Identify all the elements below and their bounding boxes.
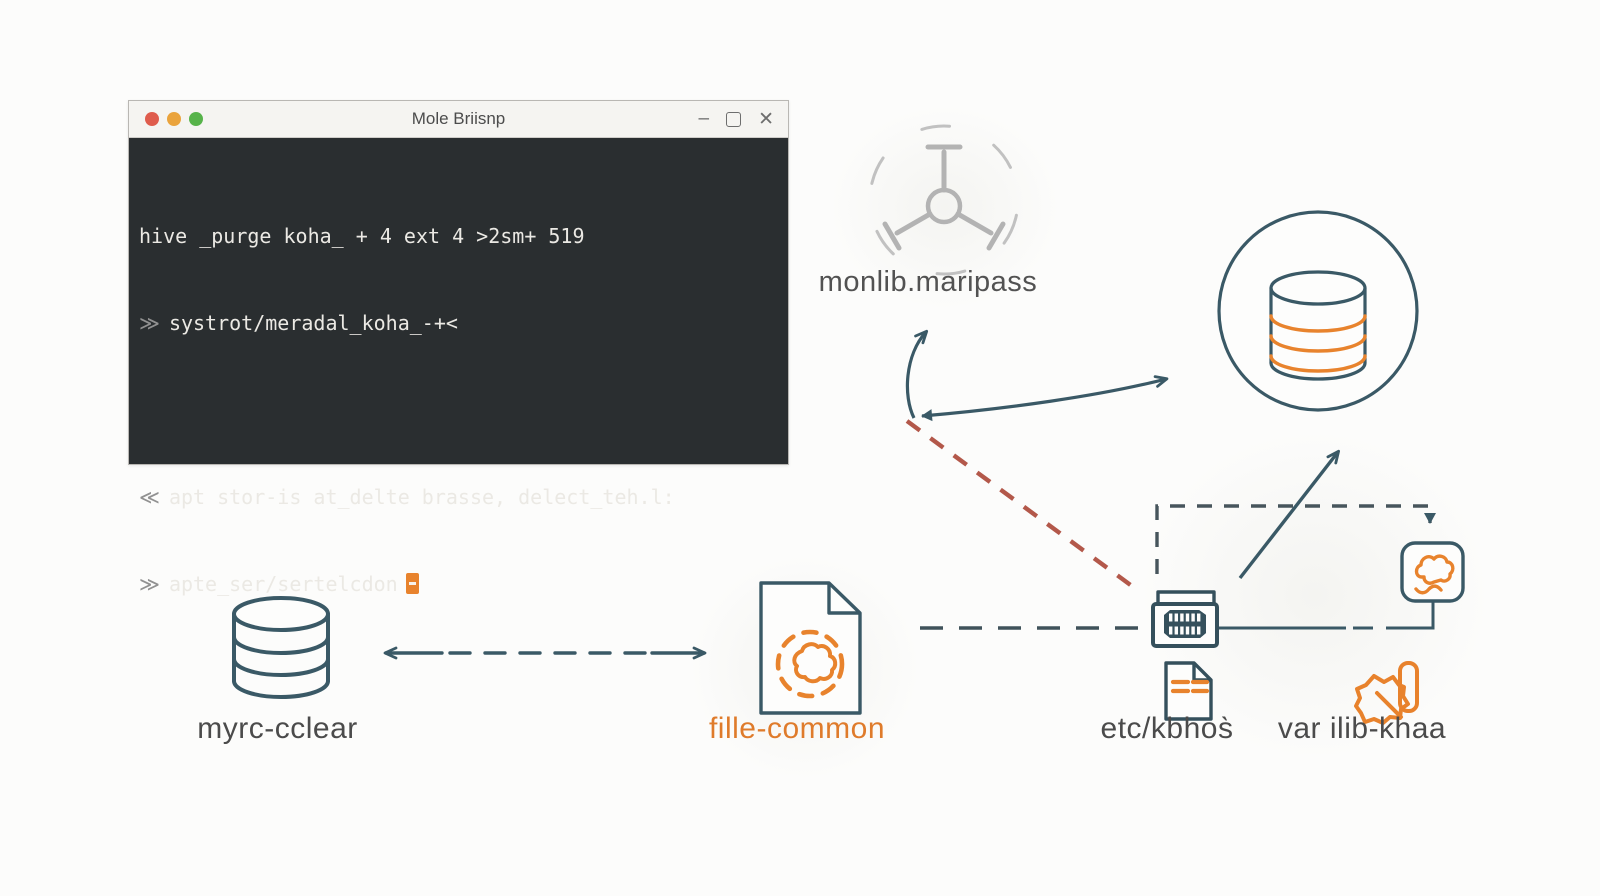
maximize-button[interactable] (726, 111, 742, 127)
close-button[interactable]: ✕ (758, 108, 774, 130)
cursor-block-icon (405, 573, 419, 594)
terminal-window: Mole Briisnp – ✕ hive _purge koha_ + 4 e… (128, 100, 789, 596)
torn-blob-icon (1354, 661, 1419, 725)
config-file-label: etc/kbhos̀ (1100, 712, 1234, 745)
cloud-box-icon (1400, 541, 1465, 603)
small-db-label: myrc-cclear (197, 712, 358, 745)
terminal-line (139, 396, 788, 425)
window-controls: – ✕ (699, 108, 775, 131)
database-icon (232, 596, 330, 699)
window-title: Mole Briisnp (411, 109, 506, 128)
terminal-titlebar[interactable]: Mole Briisnp – ✕ (129, 101, 788, 138)
arrow-right-curved (921, 375, 1169, 422)
document-config-icon (1164, 661, 1213, 721)
prompt-chevron: ≫ (139, 572, 160, 596)
terminal-text: systrot/meradal_koha_-+< (168, 311, 458, 335)
arrow-up-to-hub (905, 329, 929, 419)
sync-blob (792, 642, 838, 684)
blob-label: var ilib-khaa (1277, 712, 1447, 745)
terminal-body[interactable]: hive _purge koha_ + 4 ext 4 >2sm+ 519 ≫ s… (129, 138, 788, 596)
prompt-chevron: ≫ (139, 311, 160, 335)
cloudbox-to-server-connector (1214, 601, 1435, 630)
file-common-label: fille-common (708, 712, 886, 745)
terminal-line: ≫ apte_ser/sertelcdon (139, 570, 788, 599)
traffic-lights (145, 112, 203, 126)
background-blob (830, 105, 1060, 310)
terminal-text: apte_ser/sertelcdon (168, 572, 398, 596)
minimize-traffic-light[interactable] (167, 112, 181, 126)
terminal-text: apt stor-is at_delte brasse, delect_teh.… (168, 485, 675, 509)
zoom-traffic-light[interactable] (189, 112, 203, 126)
terminal-line: hive _purge koha_ + 4 ext 4 >2sm+ 519 (139, 222, 788, 251)
red-dashed-line (905, 419, 1138, 591)
network-hub-icon (868, 124, 1020, 276)
terminal-line: ≪ apt stor-is at_delte brasse, delect_teh… (139, 483, 788, 512)
document-sync-icon (759, 581, 862, 715)
server-to-db-arrow (1238, 449, 1341, 580)
hub-label: monlib.maripass (818, 266, 1038, 298)
server-vent-icon (1151, 590, 1219, 648)
close-traffic-light[interactable] (145, 112, 159, 126)
prompt-chevron: ≪ (139, 485, 160, 509)
minimize-button[interactable]: – (698, 108, 710, 129)
database-in-circle-icon (1217, 210, 1419, 412)
terminal-text: hive _purge koha_ + 4 ext 4 >2sm+ 519 (139, 224, 585, 248)
dashed-rectangle (1155, 504, 1436, 574)
terminal-line: ≫ systrot/meradal_koha_-+< (139, 309, 788, 338)
